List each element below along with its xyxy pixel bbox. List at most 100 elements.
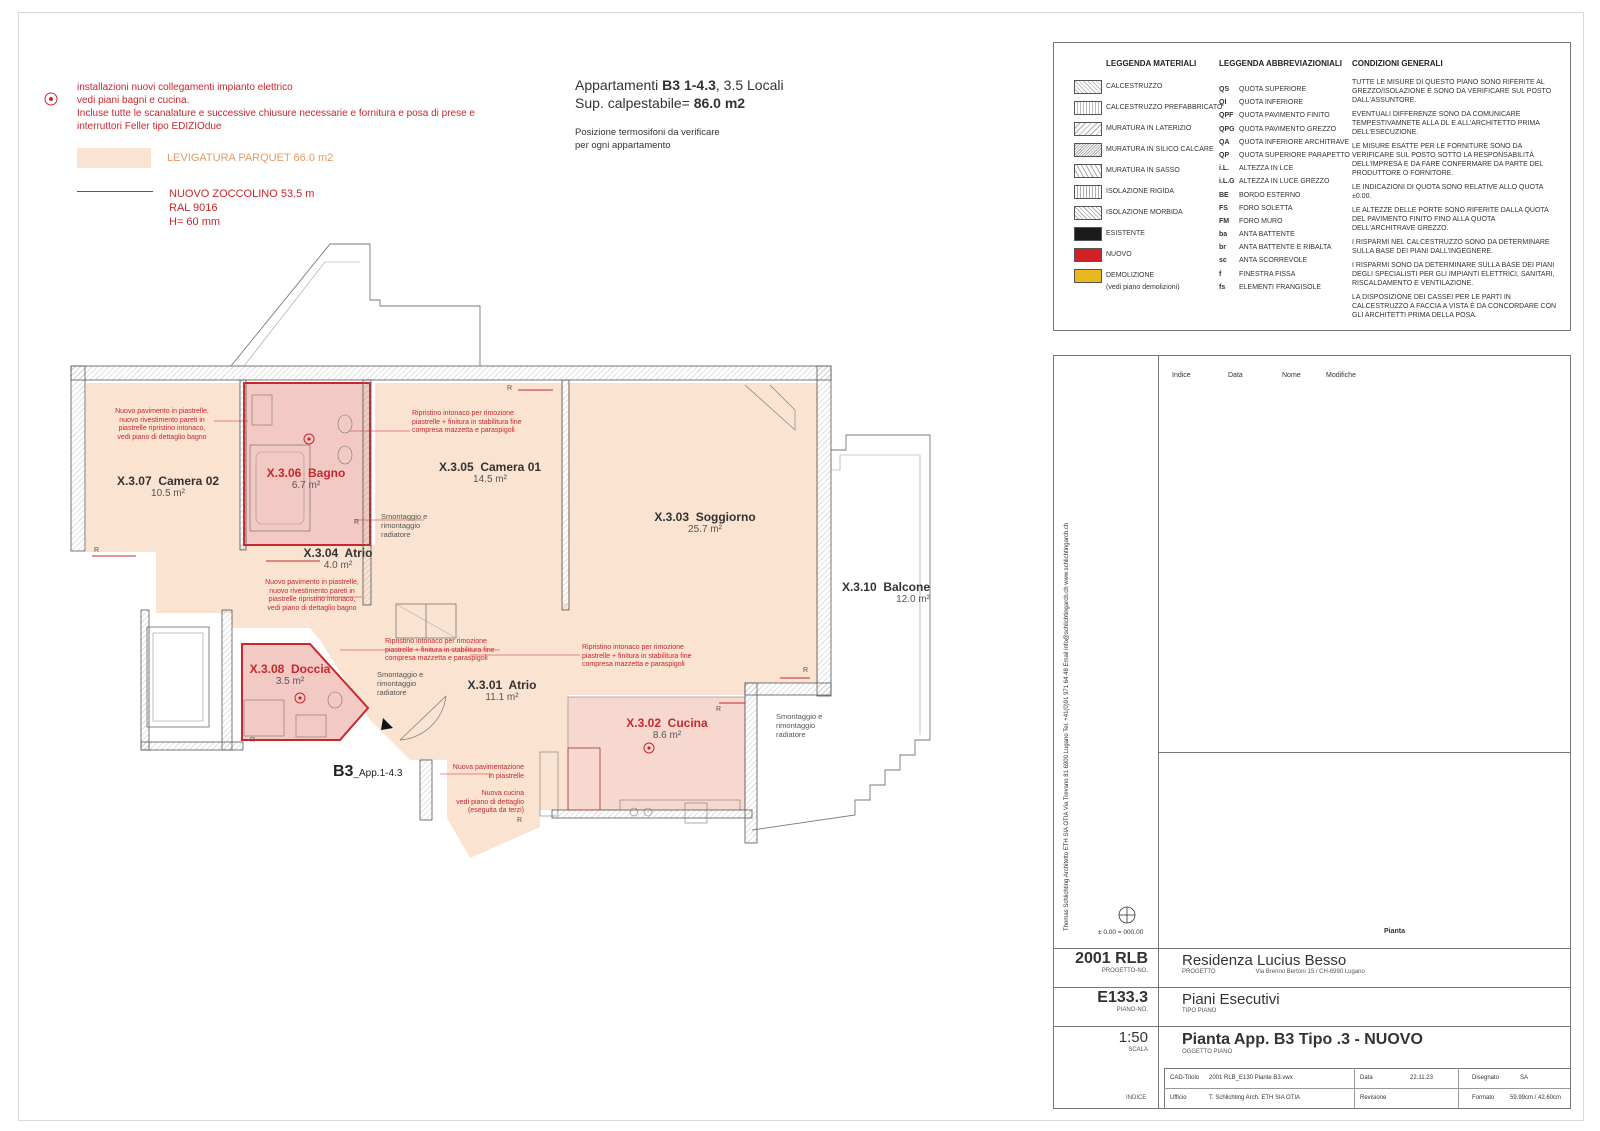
- room-id: X.3.10: [841, 580, 877, 594]
- radiator-mark: R: [517, 817, 523, 824]
- divider: [1054, 1026, 1570, 1027]
- parquet-swatch: [77, 148, 151, 168]
- swatch-rigida: [1074, 185, 1102, 199]
- abbr-value: ALTEZZA IN LCE: [1239, 165, 1294, 173]
- room-name: Camera 01: [480, 460, 542, 474]
- date-value: 22.11.23: [1410, 1075, 1433, 1081]
- legend-material: NUOVO: [1106, 251, 1132, 258]
- doccia-note: Nuovo pavimento in piastrelle, nuovo riv…: [262, 579, 362, 613]
- condition-item: EVENTUALI DIFFERENZE SONO DA COMUNICARE …: [1352, 111, 1540, 136]
- note-line: compresa mazzetta e paraspigoli: [385, 655, 488, 662]
- note-line: Smontaggio e: [377, 670, 424, 679]
- note-line: Smontaggio e: [381, 512, 428, 521]
- floor-plan: [70, 243, 931, 858]
- room-id: X.3.07: [116, 474, 152, 488]
- abbr-key: f: [1219, 270, 1222, 278]
- divider: [1054, 948, 1570, 949]
- swatch-silico: [1074, 143, 1102, 157]
- room-name: Cucina: [667, 716, 708, 730]
- condition-item: LE MISURE ESATTE PER LE FORNITURE SONO D…: [1352, 143, 1544, 177]
- revision-label: Revisione: [1360, 1095, 1387, 1101]
- north-arrow-icon: [1118, 906, 1136, 924]
- swatch-calcestruzzo: [1074, 80, 1102, 94]
- note-line: compresa mazzetta e paraspigoli: [582, 661, 685, 668]
- abbr-title: LEGGENDA ABBREVIAZIONIALI: [1219, 59, 1342, 68]
- room-id: X.3.04: [303, 546, 339, 560]
- plan-object-cell: Pianta App. B3 Tipo .3 - NUOVO OGGETTO P…: [1182, 1030, 1423, 1055]
- radiator-note-line: per ogni appartamento: [575, 140, 671, 151]
- scale-cell: 1:50 SCALA: [1054, 1029, 1148, 1053]
- radiator-position-note: Posizione termosifoni da verificare per …: [575, 126, 720, 152]
- project-no: 2001 RLB: [1075, 950, 1148, 967]
- atrio-note: Ripristino intonaco per rimozione piastr…: [385, 638, 511, 664]
- radiator-note-line: Posizione termosifoni da verificare: [575, 127, 720, 138]
- note-line: vedi piano di dettaglio bagno: [117, 433, 207, 441]
- abbr-key: sc: [1219, 257, 1227, 265]
- abbr-value: QUOTA SUPERIORE: [1239, 86, 1307, 93]
- entrance-door-swing: [399, 695, 447, 741]
- format-value: 59.99cm / 42.60cm: [1510, 1095, 1562, 1101]
- note-line: (eseguita da terzi): [467, 807, 524, 814]
- radiator-mark: R: [250, 737, 256, 744]
- drawn-label: Disegnato: [1472, 1075, 1500, 1081]
- drawn-value: SA: [1520, 1075, 1529, 1081]
- abbr-row: i.L.ALTEZZA IN LCE: [1219, 164, 1350, 177]
- leader-lines: [214, 420, 580, 775]
- parquet-label: LEVIGATURA PARQUET 66.0 m2: [167, 152, 334, 164]
- materials-title: LEGGENDA MATERIALI: [1106, 59, 1197, 68]
- note-line: piastrelle + finitura in stabilitura fin…: [582, 652, 692, 660]
- sheet-border: [18, 12, 1584, 1121]
- legend-material: DEMOLIZIONE: [1106, 272, 1155, 279]
- condition-item: LA DISPOSIZIONE DEI CASSEI PER LE PARTI …: [1352, 294, 1557, 319]
- project-label: PROGETTO: [1182, 969, 1216, 975]
- apartment-heading: Appartamenti B3 1-4.3, 3.5 Locali: [575, 77, 784, 93]
- abbr-value: ELEMENTI FRANGISOLE: [1239, 283, 1322, 291]
- cucina-area: [567, 696, 746, 811]
- legend-material: (vedi piano demolizioni): [1106, 284, 1180, 291]
- view-label: Pianta: [1384, 928, 1406, 935]
- note-line: nuovo rivestimento pareti in: [119, 416, 205, 424]
- swatch-morbida: [1074, 206, 1102, 220]
- unit-sub: _App.1-4.3: [353, 768, 403, 779]
- note-line: Nuovo pavimento in piastrelle,: [115, 408, 209, 415]
- radiator-mark: R: [803, 667, 809, 674]
- room-area: 3.5 m²: [275, 676, 305, 687]
- condition-item: LE INDICAZIONI DI QUOTA SONO RELATIVE AL…: [1352, 184, 1543, 200]
- note-line: Ripristino intonaco per rimozione: [385, 638, 487, 645]
- note-line: Nuovo pavimento in piastrelle,: [265, 579, 359, 586]
- rev-header-indice: Indice: [1172, 372, 1191, 379]
- plan-no-label: PIANO-NO.: [1116, 1007, 1148, 1013]
- electrical-outlet-icon: [44, 92, 58, 106]
- unit-label: B3_App.1-4.3: [333, 763, 402, 781]
- legend-material: ESISTENTE: [1106, 230, 1145, 237]
- note-line: rimontaggio: [776, 721, 816, 730]
- radiator-note-cucina: Smontaggio e rimontaggio radiatore: [776, 712, 822, 739]
- divider: [1164, 1088, 1570, 1089]
- cad-label: CAD-Titolo: [1170, 1075, 1200, 1081]
- swatch-laterizio: [1074, 122, 1102, 136]
- legend-material: CALCESTRUZZO PREFABBRICATO: [1106, 104, 1223, 111]
- soggiorno-note: Ripristino intonaco per rimozione piastr…: [582, 644, 708, 670]
- note-line: nuovo rivestimento pareti in: [269, 587, 355, 595]
- entrance-arrow-icon: [381, 718, 393, 730]
- note-line: Nuova cucina: [481, 790, 524, 797]
- legend-material: MURATURA IN SILICO CALCARE: [1106, 146, 1214, 153]
- project-no-cell: 2001 RLB PROGETTO-NO.: [1054, 950, 1148, 974]
- room-name: Soggiorno: [695, 510, 756, 524]
- abbr-value: QUOTA INFERIORE: [1239, 99, 1304, 107]
- room-atrio: X.3.01 Atrio 11.1 m²: [452, 678, 552, 703]
- room-area: 14.5 m²: [473, 474, 507, 485]
- scale-value: 1:50: [1118, 1029, 1148, 1046]
- plan-no: E133.3: [1097, 989, 1148, 1006]
- skirting-line: RAL 9016: [169, 202, 218, 214]
- divider: [1354, 1068, 1355, 1108]
- room-id: X.3.03: [654, 510, 690, 524]
- abbr-value: QUOTA SUPERIORE PARAPETTO: [1239, 151, 1350, 159]
- note-line: radiatore: [776, 730, 806, 739]
